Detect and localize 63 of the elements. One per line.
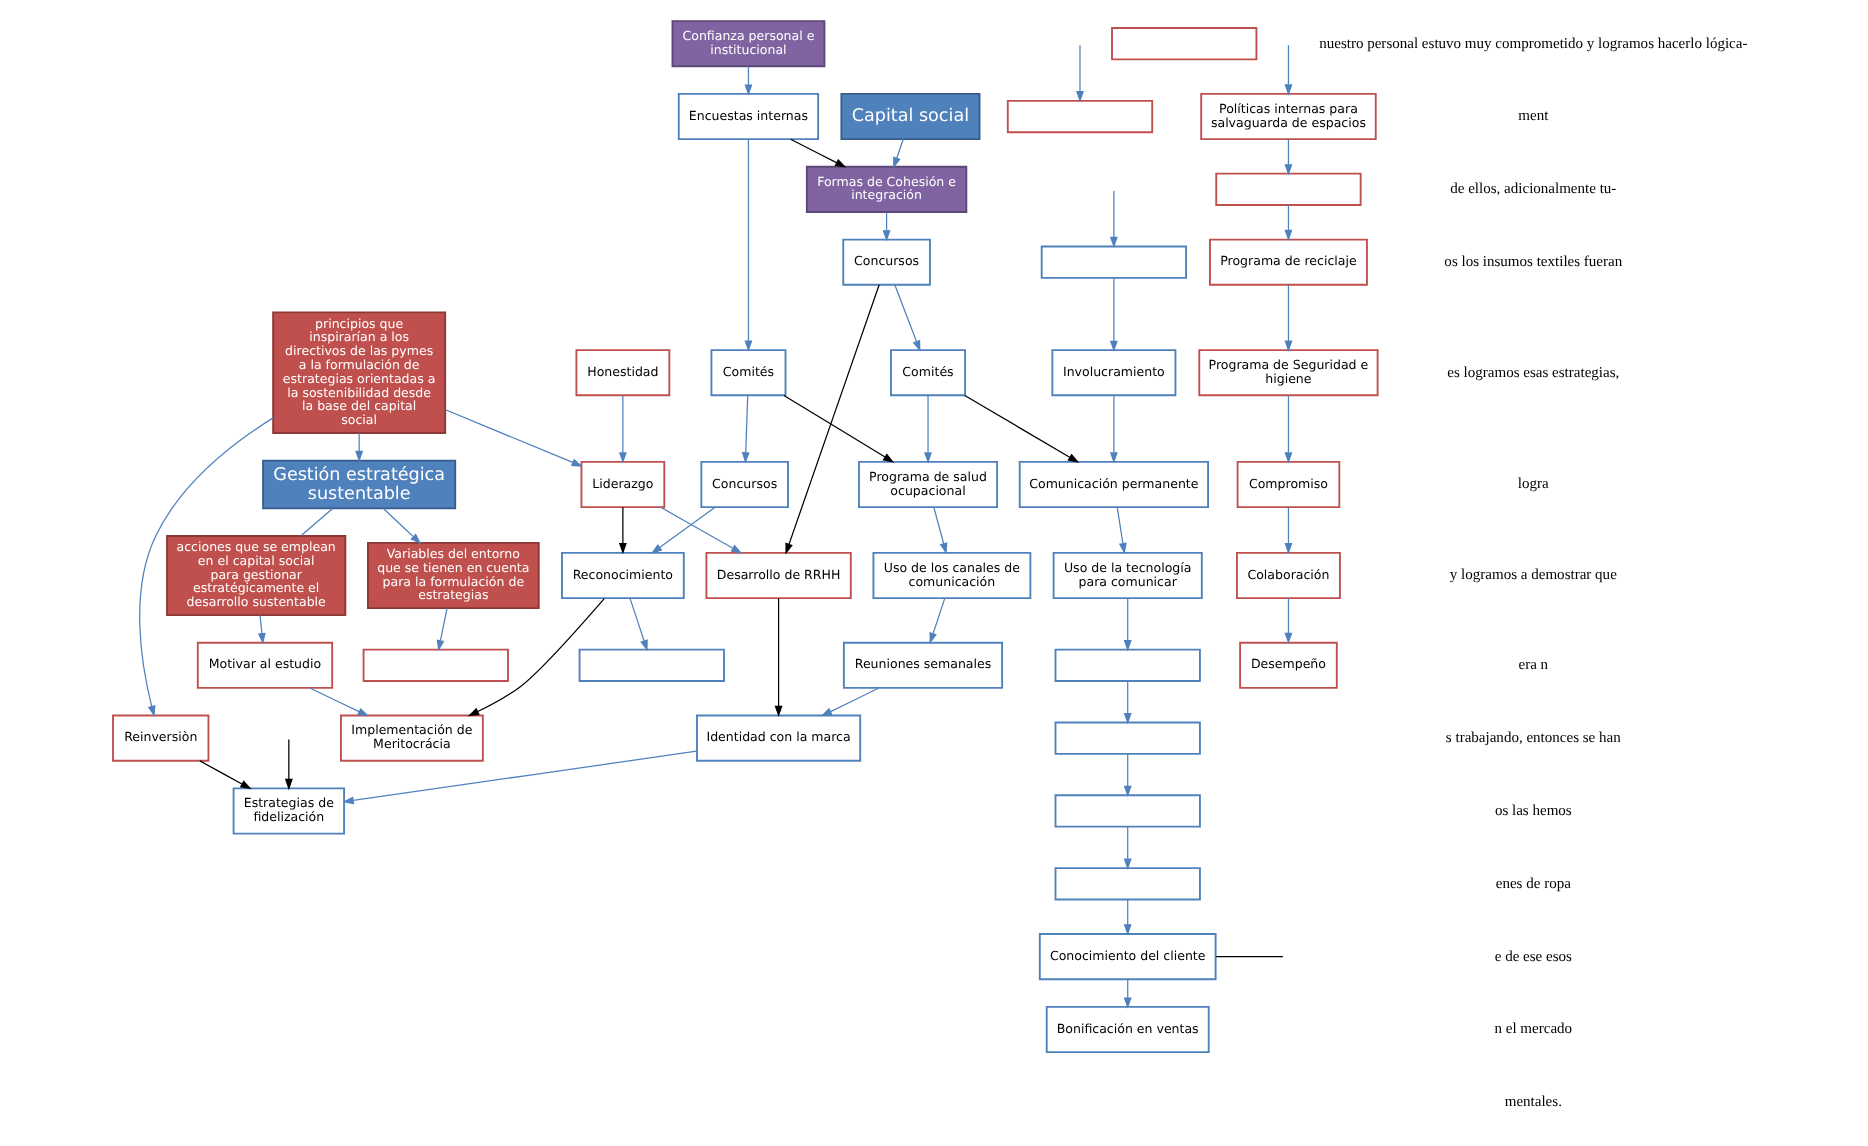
arrow — [1123, 753, 1132, 798]
arrow — [1116, 506, 1127, 555]
arrow — [1076, 44, 1084, 103]
arrow — [783, 394, 895, 463]
arrow — [659, 506, 743, 554]
arrow — [1284, 284, 1293, 352]
arrow — [1123, 978, 1132, 1009]
arrow — [1284, 394, 1293, 464]
node-box — [578, 648, 725, 682]
arrow — [1284, 597, 1293, 645]
node-box — [1054, 648, 1201, 682]
node-box — [362, 648, 509, 682]
arrow — [1109, 277, 1118, 352]
node-box — [1006, 99, 1154, 134]
node-box: Gestión estratégica sustentable — [262, 459, 457, 510]
arrow — [785, 284, 880, 555]
arrow — [1109, 190, 1118, 249]
arrow — [257, 614, 266, 645]
arrow — [744, 138, 753, 352]
arrow — [924, 394, 932, 464]
arrow — [309, 687, 370, 717]
arrow — [894, 284, 921, 352]
arrow — [820, 687, 880, 717]
arrow — [741, 394, 750, 464]
node-box — [1215, 172, 1362, 206]
arrow — [436, 607, 448, 652]
arrow — [744, 65, 753, 96]
arrow — [382, 507, 422, 545]
arrow — [139, 417, 274, 717]
arrow — [1284, 204, 1293, 242]
arrow — [618, 394, 627, 464]
node-box — [1111, 27, 1258, 61]
arrow — [467, 597, 605, 717]
arrow — [1123, 680, 1132, 725]
arrow — [964, 394, 1080, 463]
arrow — [650, 506, 716, 554]
arrow — [284, 738, 293, 791]
node-box — [1054, 867, 1201, 901]
arrow — [618, 506, 627, 555]
arrow — [893, 138, 904, 169]
arrow — [199, 760, 252, 790]
arrow — [629, 597, 648, 652]
arrow — [933, 506, 948, 555]
arrow — [1123, 597, 1132, 652]
connector — [300, 507, 334, 537]
node-box — [1054, 721, 1201, 755]
arrow — [355, 432, 364, 463]
arrow — [1284, 44, 1293, 96]
connector — [1215, 956, 1284, 958]
arrow — [342, 750, 698, 805]
node-box — [1040, 245, 1188, 279]
arrow — [1109, 394, 1118, 464]
arrow — [774, 597, 783, 718]
arrow — [882, 211, 891, 242]
node-box: Capital social — [840, 92, 981, 141]
arrow — [1284, 138, 1293, 176]
arrow — [790, 138, 847, 168]
node-box — [1054, 794, 1201, 828]
arrow — [1284, 506, 1293, 555]
arrow — [444, 409, 583, 467]
arrow — [1123, 899, 1132, 936]
arrow — [929, 597, 946, 644]
arrow — [1123, 826, 1132, 870]
